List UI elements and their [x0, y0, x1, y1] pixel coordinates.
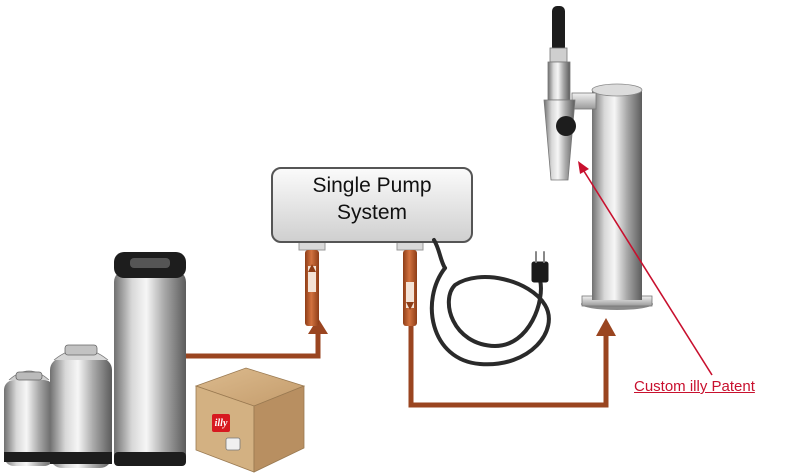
box-spout	[225, 437, 241, 451]
power-cord-icon	[429, 238, 551, 367]
patent-arrow-icon	[578, 161, 589, 174]
pump-box-icon	[271, 167, 473, 243]
keg-medium-icon	[50, 344, 112, 468]
patent-pointer-line	[581, 167, 713, 376]
arrow-up-icon	[308, 318, 328, 334]
pump-label-line2: System	[336, 201, 407, 224]
pump-tubes	[298, 239, 424, 326]
patent-label: Custom illy Patent	[634, 378, 755, 395]
arrow-up-icon	[596, 318, 616, 336]
illy-logo-text: illy	[215, 418, 228, 429]
beer-tower-icon	[571, 83, 653, 310]
arrow-down-icon	[406, 302, 414, 310]
cardboard-box-icon: illy	[194, 367, 306, 473]
keg-large-icon	[114, 252, 186, 466]
faucet-icon	[543, 6, 576, 181]
pump-label-line1: Single Pump	[312, 174, 432, 197]
pump-label: Single Pump System	[272, 172, 472, 226]
keg-small-icon	[4, 370, 54, 466]
illy-logo	[212, 414, 230, 432]
flow-lines	[186, 318, 616, 408]
arrow-up-icon	[308, 264, 316, 272]
